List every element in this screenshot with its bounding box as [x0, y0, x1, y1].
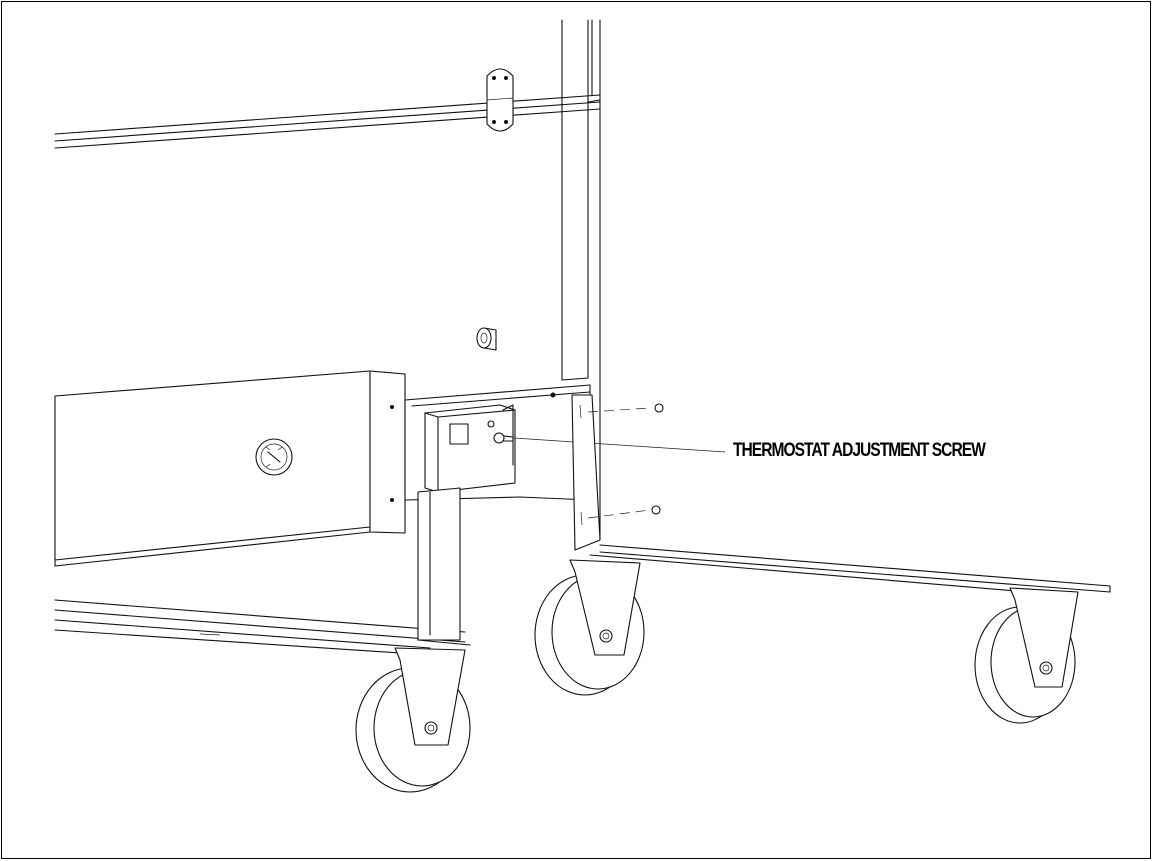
caster-left [355, 647, 471, 793]
thermostat-housing [424, 404, 516, 493]
nut-icon [651, 403, 664, 515]
body-panel [589, 544, 1111, 597]
temperature-gauge-icon [255, 438, 293, 476]
control-box [54, 370, 406, 567]
side-plate [571, 394, 651, 551]
hinge-icon [486, 68, 514, 132]
thermostat-adjustment-screw [493, 432, 514, 444]
leg-left [417, 487, 471, 646]
caster-right [974, 587, 1079, 724]
top-rail [54, 94, 601, 149]
knob-stub [476, 327, 497, 351]
callout-leader [513, 437, 726, 453]
bottom-rail [54, 599, 466, 656]
vertical-post [561, 19, 601, 541]
callout-label: THERMOSTAT ADJUSTMENT SCREW [733, 440, 986, 461]
caster-middle [534, 559, 645, 696]
